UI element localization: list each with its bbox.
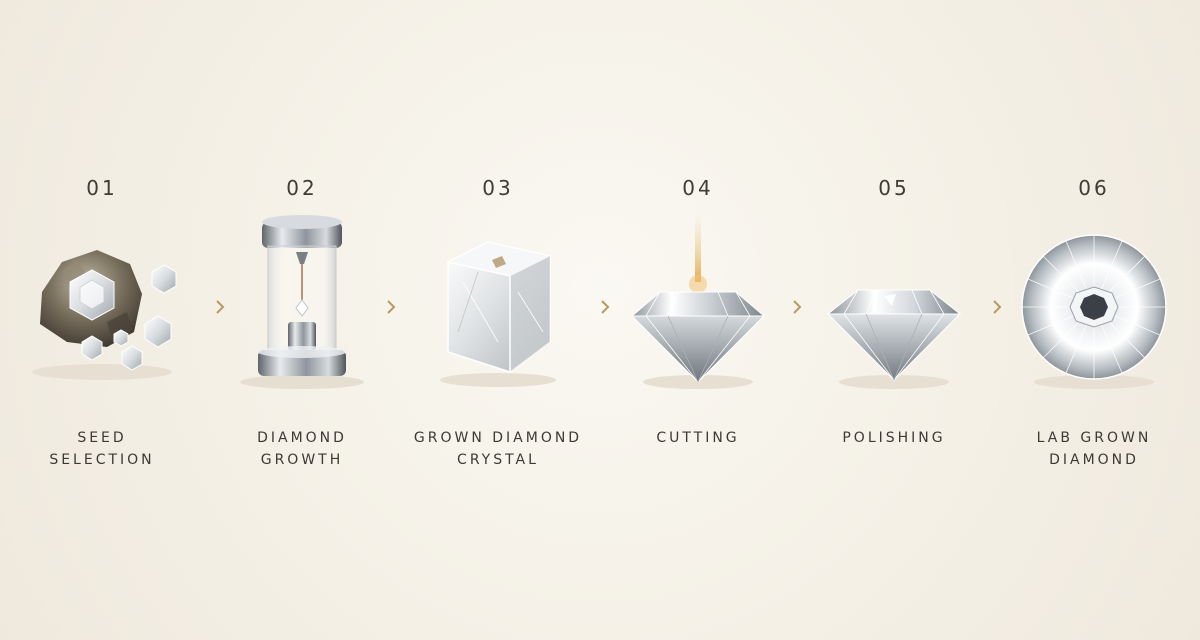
step-label-line: POLISHING	[842, 430, 946, 446]
step-number: 05	[878, 176, 910, 200]
rough-seed-stones-icon	[22, 212, 182, 392]
step-label-line: CUTTING	[656, 430, 740, 446]
step-number: 03	[482, 176, 514, 200]
chevron-right-icon	[787, 297, 807, 317]
step-number: 06	[1078, 176, 1110, 200]
step-label-line: SELECTION	[49, 452, 155, 468]
step-label: CUTTING	[593, 427, 803, 449]
step-label-line: DIAMOND	[1049, 452, 1139, 468]
round-brilliant-diamond-icon	[1014, 212, 1174, 392]
chevron-right-icon	[595, 297, 615, 317]
step-label-line: CRYSTAL	[457, 452, 539, 468]
laser-cut-diamond-icon	[618, 212, 778, 392]
step-label-line: SEED	[77, 430, 127, 446]
polished-diamond-icon	[814, 212, 974, 392]
step-label-line: GROWN DIAMOND	[413, 430, 583, 446]
step-number: 02	[286, 176, 318, 200]
step-03: 03 GR	[403, 170, 593, 490]
step-04: 04	[603, 170, 793, 490]
diamond-crystal-cube-icon	[418, 212, 578, 392]
step-02: 02	[207, 170, 397, 490]
step-label-line: LAB GROWN	[1036, 430, 1152, 446]
growth-reactor-icon	[222, 212, 382, 392]
step-06: 06	[999, 170, 1189, 490]
step-label: GROWN DIAMOND CRYSTAL	[393, 427, 603, 471]
step-label: LAB GROWN DIAMOND	[989, 427, 1199, 471]
step-number: 04	[682, 176, 714, 200]
step-label-line: DIAMOND	[257, 430, 347, 446]
step-05: 05	[799, 170, 989, 490]
step-label: SEED SELECTION	[0, 427, 207, 471]
step-number: 01	[86, 176, 118, 200]
step-label-line: GROWTH	[260, 452, 344, 468]
chevron-right-icon	[210, 297, 230, 317]
step-01: 01	[7, 170, 197, 490]
step-label: DIAMOND GROWTH	[197, 427, 407, 471]
chevron-right-icon	[381, 297, 401, 317]
chevron-right-icon	[987, 297, 1007, 317]
step-label: POLISHING	[789, 427, 999, 449]
